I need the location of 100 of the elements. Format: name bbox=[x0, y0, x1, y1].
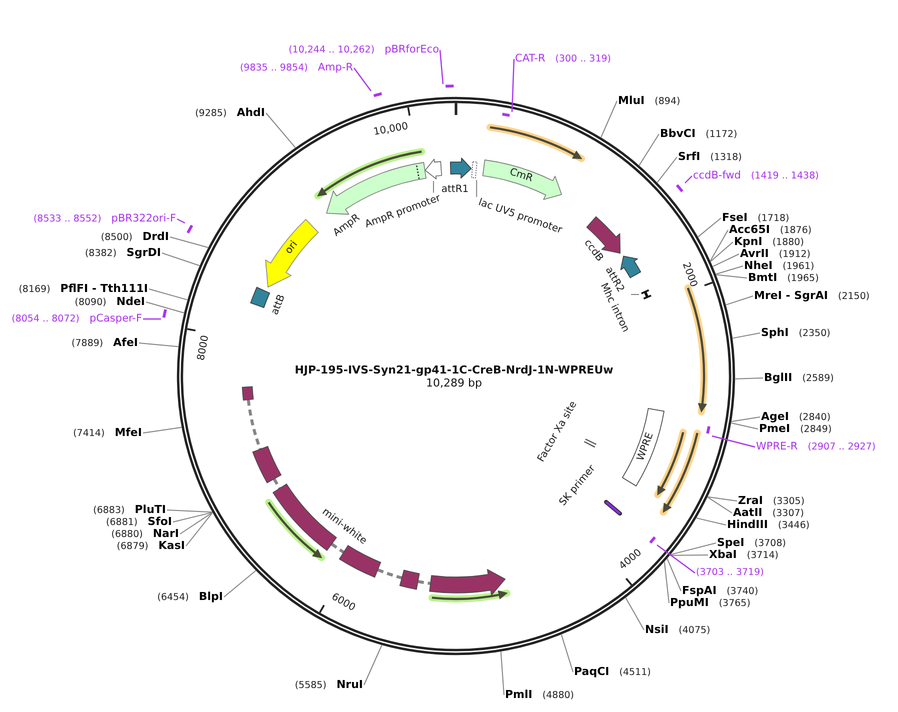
leader-line bbox=[716, 266, 744, 275]
leader-line bbox=[664, 561, 670, 604]
leader-line bbox=[684, 176, 692, 184]
leader-line bbox=[148, 288, 188, 300]
leader-line bbox=[162, 252, 200, 266]
restriction-site-label: BglII (2589) bbox=[764, 372, 834, 384]
leader-line bbox=[716, 274, 748, 278]
primer-name: WPRE-R bbox=[756, 440, 798, 452]
leader-line bbox=[166, 510, 213, 513]
leader-line bbox=[142, 426, 182, 434]
leader-line bbox=[439, 50, 444, 84]
restriction-site-label: (6454) BlpI bbox=[157, 591, 223, 603]
leader-line bbox=[630, 294, 640, 295]
restriction-site-label: ZraI (3305) bbox=[738, 495, 805, 507]
restriction-site-label: PpuMI (3765) bbox=[670, 597, 750, 609]
tick-label: 8000 bbox=[196, 334, 211, 362]
primer-position: (9835 .. 9854) bbox=[240, 62, 308, 74]
leader-line bbox=[186, 512, 213, 546]
dashed-connector bbox=[246, 399, 262, 450]
plasmid-name: HJP-195-IVS-Syn21-gp41-1C-CreB-NrdJ-1N-WPREUw bbox=[294, 364, 614, 376]
restriction-site-label: (8169) PflFI - Tth111I bbox=[18, 283, 148, 295]
restriction-site-label: XbaI (3714) bbox=[709, 549, 778, 561]
leader-line bbox=[734, 378, 764, 380]
restriction-site-label: SrfI (1318) bbox=[678, 151, 742, 163]
restriction-site-label: NheI (1961) bbox=[744, 260, 814, 272]
primer-position: (8054 .. 8072) bbox=[12, 314, 80, 326]
restriction-site-label: AgeI (2840) bbox=[761, 411, 831, 423]
leader-line bbox=[476, 180, 478, 198]
leader-line bbox=[712, 254, 740, 267]
leader-line bbox=[712, 435, 756, 448]
restriction-site-label: BbvCI (1172) bbox=[660, 128, 738, 140]
primer-name: pBRforEco bbox=[384, 44, 439, 56]
leader-line bbox=[172, 512, 213, 522]
leader-line bbox=[266, 112, 296, 148]
primer-position: (1419 .. 1438) bbox=[750, 170, 819, 182]
leader-line bbox=[146, 302, 184, 314]
restriction-site-label: FseI (1718) bbox=[722, 212, 790, 224]
leader-line bbox=[638, 134, 660, 166]
primer-position: (3703 .. 3719) bbox=[696, 567, 764, 579]
leader-line bbox=[670, 554, 708, 556]
leader-line bbox=[698, 218, 722, 238]
restriction-site-label: (7889) AfeI bbox=[72, 337, 138, 349]
leader-line bbox=[670, 542, 716, 556]
feature-label: CmR bbox=[508, 166, 534, 186]
primer-position: (300 .. 319) bbox=[555, 54, 611, 66]
tick-label: 10,000 bbox=[373, 122, 410, 138]
leader-line bbox=[511, 58, 515, 112]
leader-line bbox=[666, 558, 682, 592]
leader-line bbox=[656, 544, 696, 574]
leader-line bbox=[433, 180, 434, 194]
restriction-site-label: Acc65I (1876) bbox=[729, 224, 812, 236]
restriction-site-label: SphI (2350) bbox=[761, 327, 830, 339]
dashed-connector bbox=[418, 580, 431, 585]
restriction-site-label: BmtI (1965) bbox=[748, 272, 819, 284]
leader-line bbox=[707, 496, 732, 514]
feature-label: attB bbox=[270, 293, 288, 317]
restriction-site-label: (8090) NdeI bbox=[74, 296, 145, 308]
restriction-site-label: (6883) PluTI bbox=[93, 504, 166, 516]
tick-label: 2000 bbox=[680, 260, 698, 288]
restriction-site-label: SpeI (3708) bbox=[717, 537, 786, 549]
primer-position: (10,244 .. 10,262) bbox=[288, 44, 375, 56]
leader-line bbox=[625, 597, 644, 630]
leader-line bbox=[600, 100, 618, 138]
leader-line bbox=[224, 570, 256, 598]
restriction-site-label: (8382) SgrDI bbox=[84, 247, 161, 259]
leader-line bbox=[730, 422, 758, 430]
restriction-site-label: HindIII (3446) bbox=[727, 519, 810, 531]
primer-name: Amp-R bbox=[318, 62, 353, 74]
restriction-site-label: FspAI (3740) bbox=[682, 585, 758, 597]
primer-name: pCasper-F bbox=[90, 312, 142, 324]
primer-name: CAT-R bbox=[515, 52, 546, 64]
restriction-site-label: (6880) NarI bbox=[111, 528, 179, 540]
dashed-connector bbox=[377, 568, 402, 580]
primer-position: (2907 .. 2927) bbox=[808, 442, 876, 454]
primer-name: pBR322ori-F bbox=[111, 212, 176, 224]
leader-line bbox=[560, 634, 574, 672]
leader-line bbox=[138, 342, 179, 348]
leader-line bbox=[176, 218, 186, 224]
feature-label: attR1 bbox=[441, 184, 469, 196]
leader-line bbox=[707, 496, 738, 502]
restriction-site-label: (5585) NruI bbox=[294, 679, 363, 691]
feature-label: ori bbox=[283, 239, 301, 257]
leader-line bbox=[710, 242, 734, 262]
leader-line bbox=[731, 416, 760, 422]
primer-name: ccdB-fwd bbox=[693, 170, 741, 182]
leader-line bbox=[656, 156, 678, 183]
dashed-connector bbox=[330, 542, 345, 554]
primer-position: (8533 .. 8552) bbox=[33, 214, 102, 226]
leader-line bbox=[500, 651, 504, 696]
restriction-site-label: (6881) SfoI bbox=[106, 516, 172, 528]
leader-line bbox=[180, 512, 213, 534]
restriction-site-label: KpnI (1880) bbox=[734, 236, 804, 248]
leader-line bbox=[726, 296, 754, 306]
restriction-site-label: PmeI (2849) bbox=[759, 423, 832, 435]
leader-line bbox=[696, 518, 726, 526]
restriction-site-label: AvrII (1912) bbox=[740, 248, 811, 260]
tick-label: 6000 bbox=[329, 592, 356, 614]
restriction-site-label: MluI (894) bbox=[618, 95, 680, 107]
leader-line bbox=[170, 236, 209, 248]
restriction-site-label: PaqCI (4511) bbox=[574, 666, 651, 678]
